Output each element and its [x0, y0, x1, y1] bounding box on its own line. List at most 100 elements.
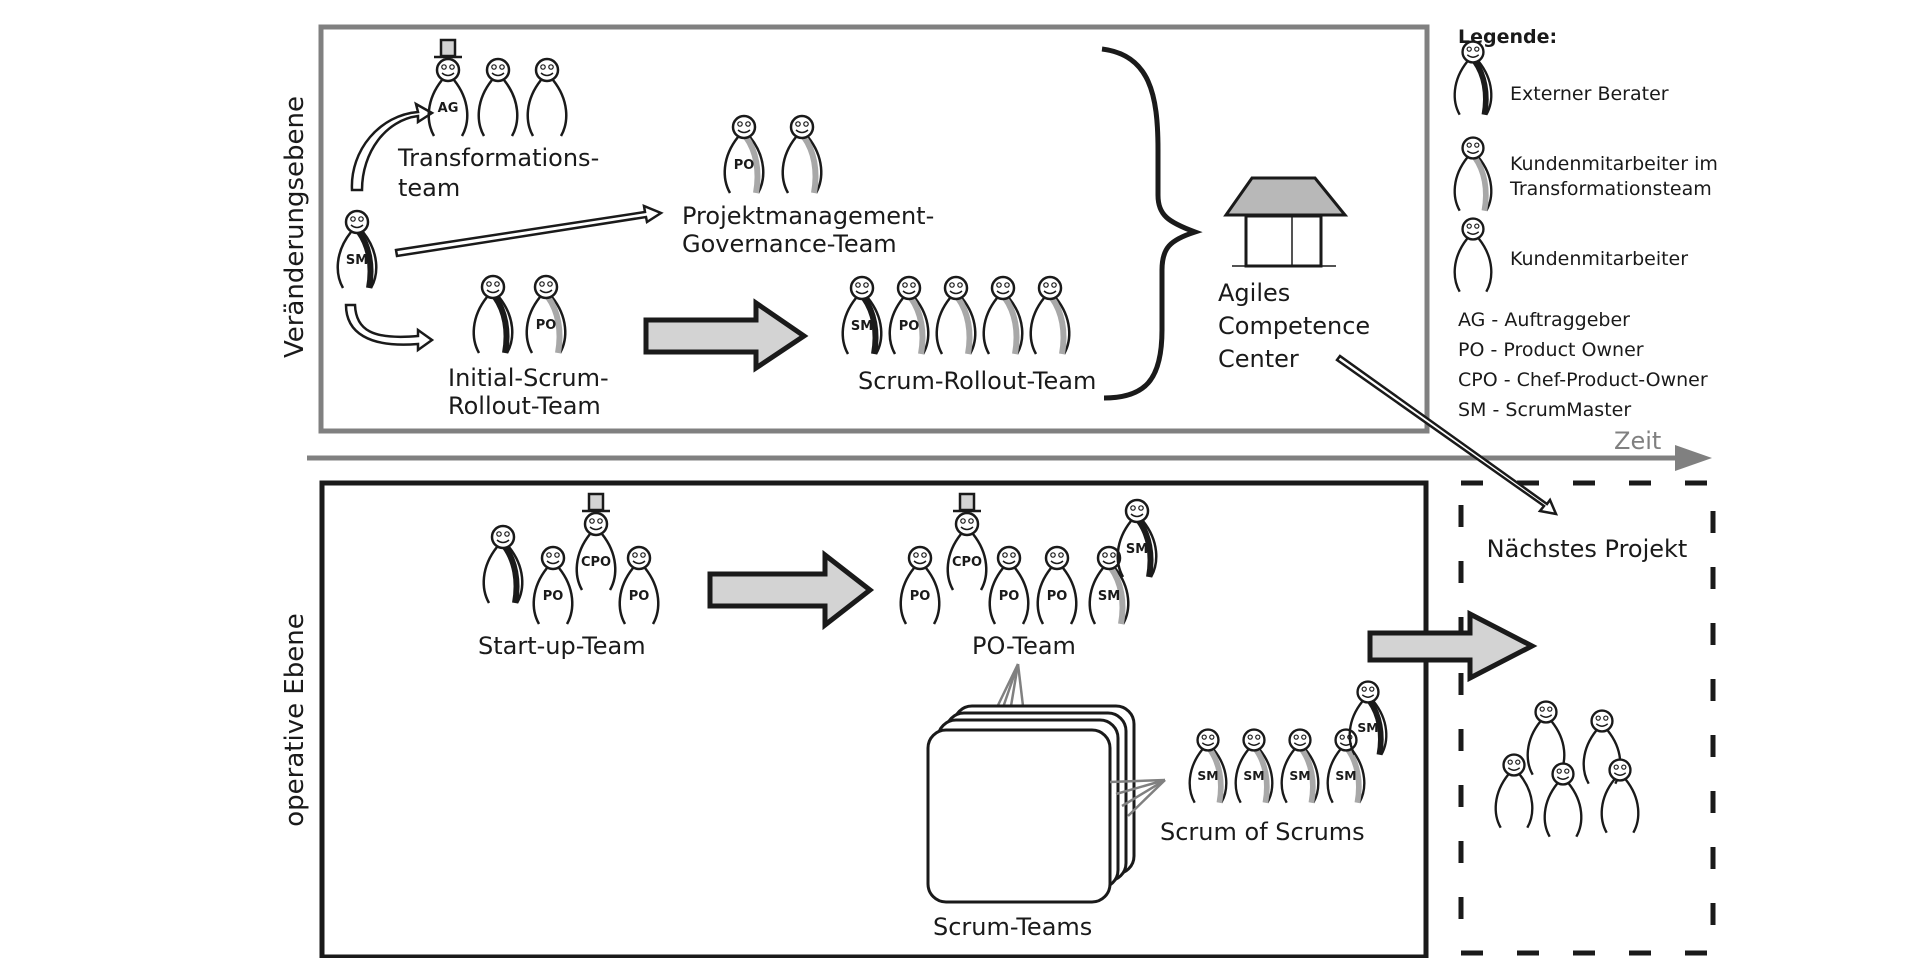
scrum-teams-stack	[926, 704, 1136, 904]
role-badge: SM	[1289, 769, 1310, 783]
next-project-frame	[1458, 480, 1716, 956]
initial-scrum-team-member: PO	[525, 274, 567, 354]
scrum-rollout-team-label: Scrum-Rollout-Team	[858, 367, 1096, 395]
legend-transformation-employee-label-line2: Transformationsteam	[1509, 178, 1712, 200]
scrum-of-scrums-member: SM	[1234, 728, 1274, 804]
competence-center-label-line2: Competence	[1218, 312, 1370, 340]
startup-team-member: PO	[532, 545, 574, 625]
startup-team-member: CPO	[575, 492, 617, 591]
scarf-icon	[801, 135, 819, 194]
scarf-icon	[1207, 747, 1224, 804]
legend-title: Legende:	[1458, 26, 1557, 48]
po-team-member: SM	[1088, 545, 1130, 625]
scarf-icon	[502, 545, 520, 604]
role-badge: SM	[1335, 769, 1356, 783]
time-axis-arrowhead	[1675, 445, 1712, 471]
legend-external-consultant-icon	[1453, 40, 1493, 116]
startup-team-label: Start-up-Team	[478, 632, 646, 660]
scarf-icon	[861, 296, 879, 355]
role-badge: AG	[438, 101, 459, 116]
scrum-of-scrums-member: SM	[1326, 728, 1366, 804]
scrum-of-scrums-member: SM	[1348, 680, 1388, 756]
pm-governance-team-label-line1: Projektmanagement-	[682, 202, 934, 230]
scarf-icon	[1253, 747, 1270, 804]
arrow-to-pm-governance-team	[394, 203, 664, 258]
scarf-icon	[1472, 155, 1489, 212]
change-level-label: Veränderungsebene	[280, 96, 310, 358]
pm-governance-team-member	[781, 114, 823, 194]
po-team-label: PO-Team	[972, 632, 1076, 660]
scarf-icon	[1002, 296, 1020, 355]
role-badge: SM	[1197, 769, 1218, 783]
pm-governance-team-member: PO	[723, 114, 765, 194]
role-badge: PO	[999, 589, 1020, 604]
scarf-icon	[1367, 699, 1384, 756]
scarf-icon	[545, 295, 563, 354]
role-badge: SM	[1098, 589, 1120, 604]
startup-team-member: PO	[618, 545, 660, 625]
next-project-member	[1494, 753, 1534, 829]
scarf-icon	[492, 295, 510, 354]
po-team-member: PO	[899, 545, 941, 625]
change-level-frame	[318, 24, 1430, 434]
legend-transformation-employee-label-line1: Kundenmitarbeiter im	[1510, 153, 1718, 175]
competence-center-label-line1: Agiles	[1218, 279, 1290, 307]
legend-abbrev-ag: AG - Auftraggeber	[1458, 309, 1630, 331]
role-badge: SM	[1126, 542, 1148, 557]
role-badge: PO	[734, 158, 755, 173]
scrum-of-scrums-connector-lines	[1109, 778, 1166, 817]
arrow-startup-to-po-team	[707, 549, 875, 631]
scrum-master-consultant: SM	[336, 209, 378, 289]
po-team-member: CPO	[946, 492, 988, 591]
arrow-initial-to-rollout	[643, 298, 809, 373]
po-team-member: SM	[1116, 498, 1158, 578]
legend-abbrev-sm: SM - ScrumMaster	[1458, 399, 1631, 421]
role-badge: SM	[851, 319, 873, 334]
transformation-team-member: AG	[427, 38, 469, 137]
scrum-rollout-team-member	[935, 275, 977, 355]
legend-customer-employee-label: Kundenmitarbeiter	[1510, 248, 1688, 270]
startup-team-member	[482, 524, 524, 604]
role-badge: CPO	[581, 555, 611, 570]
initial-scrum-rollout-team-label-line2: Rollout-Team	[448, 392, 601, 420]
operative-level-frame	[319, 480, 1429, 958]
po-team-member: PO	[1036, 545, 1078, 625]
next-project-member	[1526, 700, 1566, 776]
scrum-teams-label: Scrum-Teams	[933, 913, 1092, 941]
top-hat-icon	[582, 492, 610, 513]
role-badge: SM	[1357, 721, 1378, 735]
arrow-to-initial-scrum-team	[344, 303, 435, 353]
scarf-icon	[743, 135, 761, 194]
transformation-team-member	[526, 57, 568, 137]
role-badge: PO	[1047, 589, 1068, 604]
curly-brace	[1101, 46, 1203, 401]
transformation-team-label-line1: Transformations-	[397, 144, 599, 172]
legend-customer-employee-icon	[1453, 217, 1493, 293]
next-project-member	[1543, 762, 1583, 838]
legend-abbrev-po: PO - Product Owner	[1458, 339, 1644, 361]
initial-scrum-rollout-team-label-line1: Initial-Scrum-	[448, 364, 609, 392]
initial-scrum-team-member	[472, 274, 514, 354]
scarf-icon	[1345, 747, 1362, 804]
scrum-of-scrums-label: Scrum of Scrums	[1160, 818, 1365, 846]
scarf-icon	[955, 296, 973, 355]
scrum-of-scrums-member: SM	[1280, 728, 1320, 804]
transformation-team-member	[477, 57, 519, 137]
scrum-rollout-team-member	[1029, 275, 1071, 355]
time-axis-label: Zeit	[1614, 427, 1661, 455]
scarf-icon	[908, 296, 926, 355]
arrow-to-transformation-team	[350, 101, 435, 192]
role-badge: PO	[536, 318, 557, 333]
legend-abbrev-cpo: CPO - Chef-Product-Owner	[1458, 369, 1708, 391]
scarf-icon	[1299, 747, 1316, 804]
scarf-icon	[1108, 566, 1126, 625]
scarf-icon	[1049, 296, 1067, 355]
scrum-of-scrums-member: SM	[1188, 728, 1228, 804]
role-badge: PO	[910, 589, 931, 604]
next-project-label: Nächstes Projekt	[1487, 535, 1688, 563]
role-badge: CPO	[952, 555, 982, 570]
arrow-to-next-project-big	[1367, 609, 1538, 683]
role-badge: PO	[543, 589, 564, 604]
competence-center-label-line3: Center	[1218, 345, 1299, 373]
